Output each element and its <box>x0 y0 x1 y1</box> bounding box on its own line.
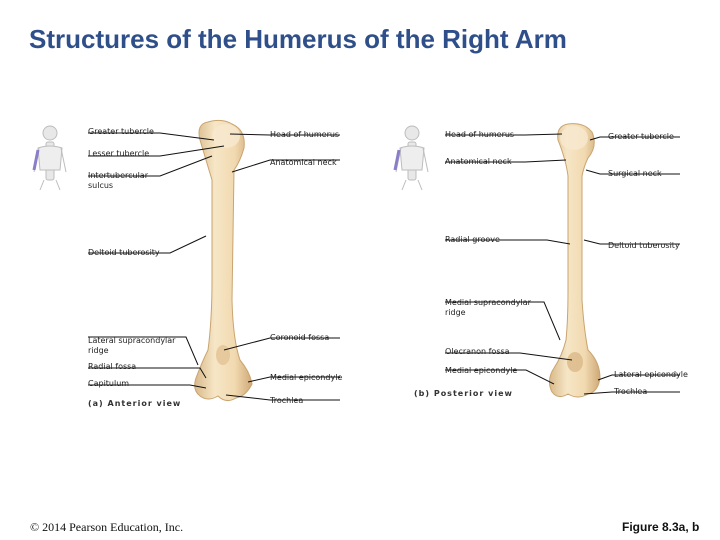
label-capitulum: Capitulum <box>88 379 130 388</box>
label-coronoid-fossa: Coronoid fossa <box>270 333 330 342</box>
figure-caption: Figure 8.3a, b <box>622 520 700 534</box>
label-medial-epicondyle-anterior: Medial epicondyle <box>270 373 343 382</box>
label-lesser-tubercle: Lesser tubercle <box>88 149 150 158</box>
label-medial-supracondylar-ridge: Medial supracondylar ridge <box>445 298 531 317</box>
label-intertubercular-sulcus: Intertubercular sulcus <box>88 171 148 190</box>
label-greater-tubercle-anterior: Greater tubercle <box>88 127 154 136</box>
label-trochlea-anterior: Trochlea <box>270 396 304 405</box>
page-title: Structures of the Humerus of the Right A… <box>29 24 567 54</box>
label-lateral-epicondyle: Lateral epicondyle <box>614 370 688 379</box>
humerus-posterior <box>548 123 601 398</box>
label-trochlea-posterior: Trochlea <box>614 387 648 396</box>
skeleton-thumbnail-posterior <box>393 125 429 191</box>
label-radial-groove: Radial groove <box>445 235 500 244</box>
label-anatomical-neck-posterior: Anatomical neck <box>445 157 512 166</box>
label-greater-tubercle-posterior: Greater tubercle <box>608 132 674 141</box>
skeleton-thumbnail-anterior <box>32 125 67 191</box>
label-lateral-supracondylar-ridge: Lateral supracondylar ridge <box>88 336 176 355</box>
label-medial-epicondyle-posterior: Medial epicondyle <box>445 366 518 375</box>
view-label-posterior: (b) Posterior view <box>414 389 513 398</box>
posterior-leader-lines <box>445 133 680 395</box>
label-anatomical-neck-anterior: Anatomical neck <box>270 158 337 167</box>
label-surgical-neck: Surgical neck <box>608 169 662 178</box>
label-deltoid-tuberosity-posterior: Deltoid tuberosity <box>608 241 680 250</box>
label-head-of-humerus-anterior: Head of humerus <box>270 130 340 139</box>
label-olecranon-fossa: Olecranon fossa <box>445 347 510 356</box>
view-label-anterior: (a) Anterior view <box>88 399 182 408</box>
humerus-anterior <box>194 119 253 402</box>
copyright-text: © 2014 Pearson Education, Inc. <box>30 520 184 534</box>
label-head-of-humerus-posterior: Head of humerus <box>445 130 515 139</box>
anterior-leader-lines <box>88 132 340 401</box>
label-radial-fossa: Radial fossa <box>88 362 137 371</box>
label-deltoid-tuberosity-anterior: Deltoid tuberosity <box>88 248 160 257</box>
